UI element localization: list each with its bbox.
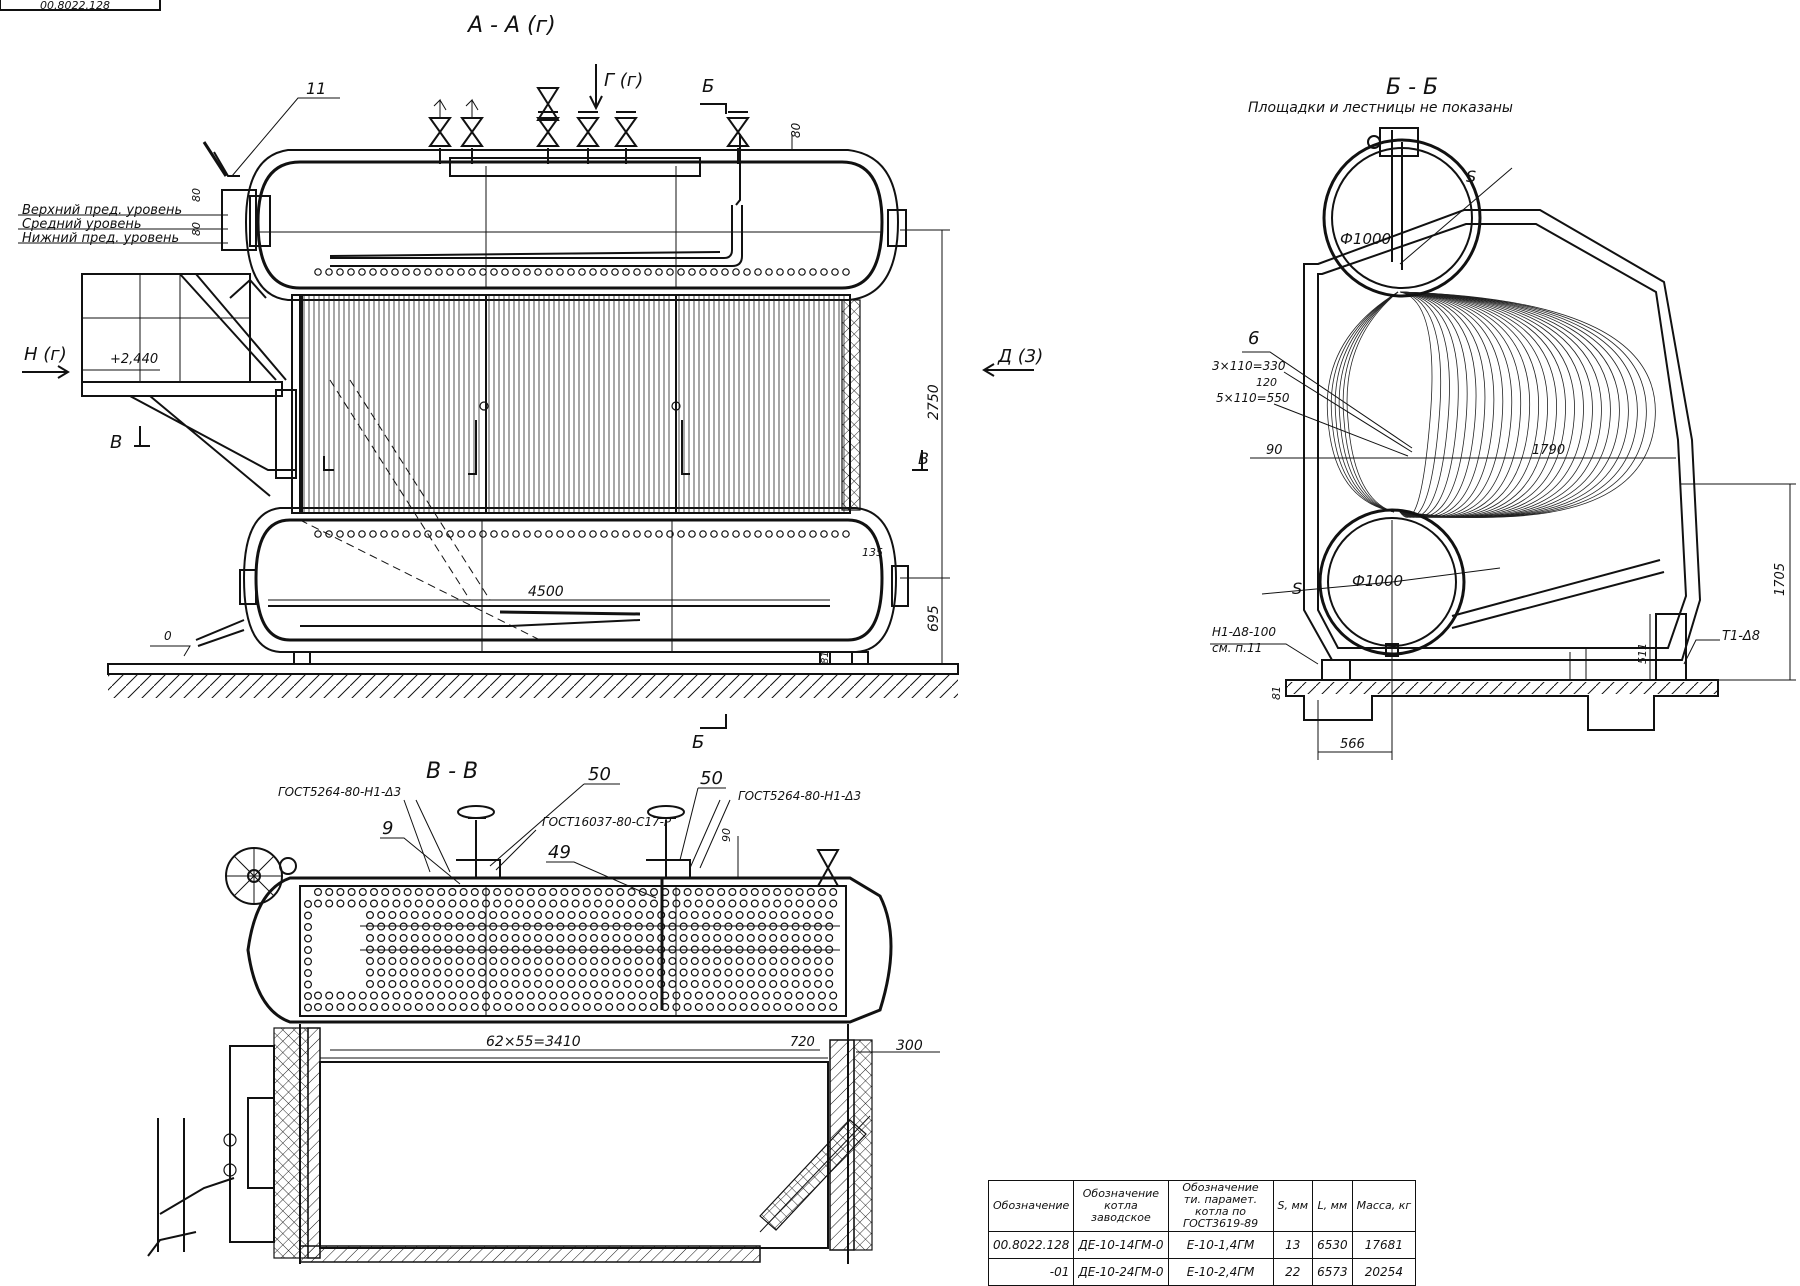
weld-right: ГОСТ5264-80-Н1-Δ3	[738, 789, 861, 803]
mark-zero: 0	[164, 629, 172, 643]
spec-table-row: -01 ДЕ-10-24ГМ-0 Е-10-2,4ГМ 22 6573 2025…	[987, 1258, 1417, 1286]
spec-header-cell: Обозначение	[987, 1180, 1075, 1232]
dim-4500: 4500	[528, 584, 564, 600]
corner-stamp: 00.8022.128	[0, 0, 161, 12]
callout-9: 9	[382, 818, 393, 839]
weld-h1: Н1-Δ8-100	[1212, 625, 1276, 639]
spec-cell: -01	[987, 1258, 1075, 1286]
pitch-2: 120	[1256, 376, 1277, 389]
spec-table: Обозначение Обозначение котла заводское …	[987, 1180, 1417, 1286]
weld-left: ГОСТ5264-80-Н1-Δ3	[278, 785, 401, 799]
dim-2750: 2750	[926, 384, 942, 420]
weld-mid: ГОСТ16037-80-С17-Р	[542, 815, 672, 829]
view-section-aa: А - А (г)	[18, 13, 1043, 753]
callout-50a: 50	[588, 764, 611, 785]
callout-50b: 50	[700, 768, 723, 789]
pitch-3: 5×110=550	[1216, 391, 1290, 405]
spec-cell: 00.8022.128	[987, 1231, 1075, 1259]
spec-header-cell: Обозначение ти. парамет. котла по ГОСТ36…	[1167, 1180, 1274, 1232]
dia-lower: Ф1000	[1352, 572, 1403, 590]
dia-upper: Ф1000	[1340, 230, 1391, 248]
dim-1790: 1790	[1532, 443, 1565, 458]
view-bb-note: Площадки и лестницы не показаны	[1248, 100, 1513, 116]
arrow-g-label: Г (г)	[604, 70, 643, 91]
spec-table-header: Обозначение Обозначение котла заводское …	[987, 1180, 1417, 1232]
dim-300: 300	[896, 1038, 923, 1054]
spec-header-cell: S, мм	[1272, 1180, 1314, 1232]
callout-49: 49	[548, 842, 571, 863]
arrow-n-label: Н (г)	[24, 344, 67, 365]
spec-cell: 6530	[1312, 1231, 1353, 1259]
dim-511: 511	[1636, 643, 1649, 664]
dim-80-left-a: 80	[190, 188, 203, 202]
level-lower-label: Нижний пред. уровень	[22, 231, 179, 246]
pitch-1: 3×110=330	[1212, 359, 1286, 373]
corner-stamp-text: 00.8022.128	[40, 0, 110, 12]
s-upper: S	[1466, 167, 1476, 186]
view-section-bb: Б - Б Площадки и лестницы не показаны Ф1…	[1210, 75, 1796, 760]
dim-80-top: 80	[789, 122, 803, 138]
spec-cell: 20254	[1351, 1258, 1417, 1286]
spec-cell: 13	[1272, 1231, 1314, 1259]
spec-cell: 6573	[1312, 1258, 1353, 1286]
dim-1705: 1705	[1773, 563, 1788, 596]
bb-tube-bundle	[1326, 291, 1665, 629]
spec-cell: 22	[1272, 1258, 1314, 1286]
spec-header-cell: Обозначение котла заводское	[1073, 1180, 1169, 1232]
spec-header-cell: L, мм	[1312, 1180, 1353, 1232]
weld-h1-note: см. п.11	[1212, 641, 1262, 655]
spec-cell: 17681	[1351, 1231, 1417, 1259]
dim-566: 566	[1340, 737, 1365, 752]
arrow-b-top-label: Б	[702, 76, 714, 97]
callout-11: 11	[306, 79, 326, 98]
view-section-vv: В - В	[147, 759, 940, 1264]
dim-135: 135	[862, 546, 883, 559]
top-valves	[428, 87, 750, 164]
dim-90: 90	[1266, 443, 1283, 458]
spec-header-cell: Масса, кг	[1351, 1180, 1417, 1232]
spec-cell: ДЕ-10-14ГМ-0	[1073, 1231, 1169, 1259]
dim-80-left-b: 80	[190, 222, 203, 236]
callout-6: 6	[1248, 328, 1259, 349]
level-upper-label: Верхний пред. уровень	[22, 203, 182, 218]
s-lower: S	[1292, 579, 1302, 598]
view-aa-title: А - А (г)	[466, 13, 556, 38]
dim-695: 695	[926, 605, 942, 632]
level-middle-label: Средний уровень	[22, 217, 142, 232]
arrow-v-right-label: В	[918, 449, 929, 468]
arrow-v-left-label: В	[110, 432, 122, 453]
weld-t1: Т1-Δ8	[1722, 629, 1760, 644]
screen-tubes	[303, 268, 850, 538]
dim-720: 720	[790, 1035, 815, 1050]
arrow-d-label: Д (3)	[997, 346, 1043, 367]
dim-81: 81	[820, 651, 831, 664]
arrow-b-bottom-label: Б	[692, 732, 704, 753]
spec-cell: Е-10-2,4ГМ	[1167, 1258, 1274, 1286]
view-vv-title: В - В	[426, 759, 478, 784]
spec-cell: Е-10-1,4ГМ	[1167, 1231, 1274, 1259]
spec-cell: ДЕ-10-24ГМ-0	[1073, 1258, 1169, 1286]
spec-table-row: 00.8022.128 ДЕ-10-14ГМ-0 Е-10-1,4ГМ 13 6…	[987, 1231, 1417, 1259]
dim-3410: 62×55=3410	[486, 1034, 581, 1050]
view-bb-title: Б - Б	[1386, 75, 1438, 100]
dim-90-vv: 90	[720, 828, 733, 842]
dim-81-bb: 81	[1270, 686, 1283, 700]
mark-plus-2440: +2,440	[110, 352, 158, 367]
